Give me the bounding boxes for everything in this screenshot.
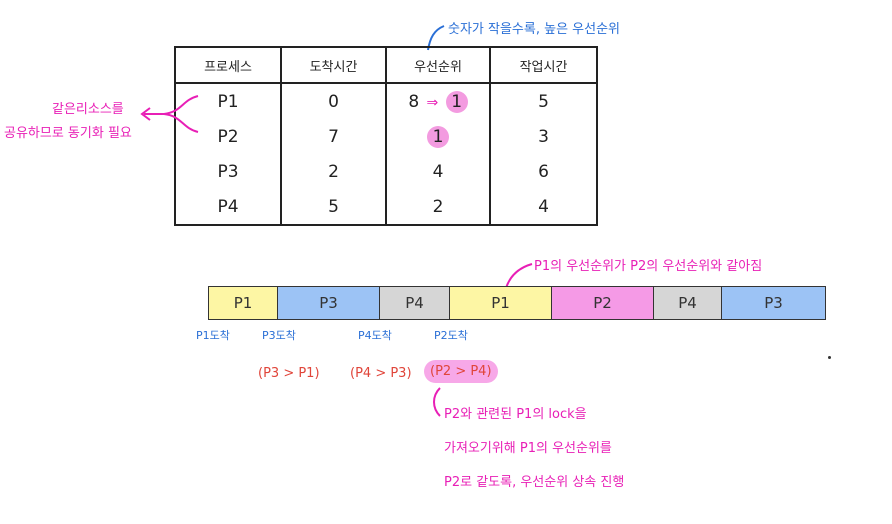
header-priority: 우선순위 [385, 46, 491, 84]
burst-cell: 4 [489, 189, 598, 226]
priority-cell: 2 [385, 189, 491, 226]
bottom-note-line2: 가져오기위해 P1의 우선순위를 [444, 441, 612, 456]
arrival-label: P4도착 [358, 329, 392, 342]
burst-cell: 3 [489, 119, 598, 154]
gantt-label: P1 [491, 294, 510, 312]
gantt-label: P2 [593, 294, 612, 312]
inherit-arrow: ⇒ [426, 94, 439, 111]
table-row: P2 7 1 3 [174, 119, 598, 154]
gantt-label: P4 [405, 294, 424, 312]
arrival-label: P2도착 [434, 329, 468, 342]
table-row: P1 0 8 ⇒ 1 5 [174, 83, 598, 119]
gantt-note-pointer [505, 263, 533, 289]
bottom-note-line1: P2와 관련된 P1의 lock을 [444, 407, 587, 422]
arrival-cell: 2 [280, 154, 387, 189]
arrival-cell: 5 [280, 189, 387, 226]
left-note-pointer [140, 95, 199, 133]
priority-cell: 4 [385, 154, 491, 189]
priority-highlight: 1 [427, 125, 449, 148]
bottom-note-line3: P2로 같도록, 우선순위 상속 진행 [444, 475, 625, 490]
gantt-seg-p1: P1 [208, 286, 278, 320]
burst-cell: 5 [489, 83, 598, 119]
gantt-seg-p3: P3 [278, 286, 380, 320]
proc-cell: P2 [174, 119, 282, 154]
gantt-note: P1의 우선순위가 P2의 우선순위와 같아짐 [534, 259, 763, 274]
gantt-seg-p1b: P1 [450, 286, 552, 320]
process-table: 프로세스 도착시간 우선순위 작업시간 P1 0 8 ⇒ 1 5 P2 7 1 … [174, 46, 598, 226]
table-row: P3 2 4 6 [174, 154, 598, 189]
gantt-label: P3 [319, 294, 338, 312]
left-note-line1: 같은리소스를 [52, 102, 124, 117]
priority-cell: 8 ⇒ 1 [385, 83, 491, 119]
gantt-label: P1 [233, 294, 253, 312]
table-row: P4 5 2 4 [174, 189, 598, 226]
gantt-seg-p2: P2 [552, 286, 654, 320]
arrival-cell: 7 [280, 119, 387, 154]
proc-cell: P1 [174, 83, 282, 119]
arrival-cell: 0 [280, 83, 387, 119]
gantt-seg-p4b: P4 [654, 286, 722, 320]
arrival-label: P1도착 [196, 329, 230, 342]
gantt-chart: P1 P3 P4 P1 P2 P4 P3 [208, 286, 826, 320]
gantt-label: P4 [678, 294, 697, 312]
priority-old: 8 [408, 91, 420, 112]
top-note: 숫자가 작을수록, 높은 우선순위 [448, 22, 621, 37]
stray-dot [828, 356, 831, 359]
priority-new-highlight: 1 [445, 90, 468, 113]
comparison-highlight: (P2 > P4) [424, 360, 498, 383]
proc-cell: P4 [174, 189, 282, 226]
burst-cell: 6 [489, 154, 598, 189]
gantt-label: P3 [764, 294, 783, 312]
left-note-line2: 공유하므로 동기화 필요 [4, 126, 132, 141]
proc-cell: P3 [174, 154, 282, 189]
gantt-seg-p3b: P3 [722, 286, 826, 320]
priority-cell: 1 [385, 119, 491, 154]
comparison-label: (P4 > P3) [350, 366, 412, 381]
header-process: 프로세스 [174, 46, 282, 84]
gantt-seg-p4: P4 [380, 286, 450, 320]
arrival-label: P3도착 [262, 329, 296, 342]
header-burst: 작업시간 [489, 46, 598, 84]
comparison-label: (P3 > P1) [258, 366, 320, 381]
header-arrival: 도착시간 [280, 46, 387, 84]
bottom-note-pointer [433, 387, 441, 417]
